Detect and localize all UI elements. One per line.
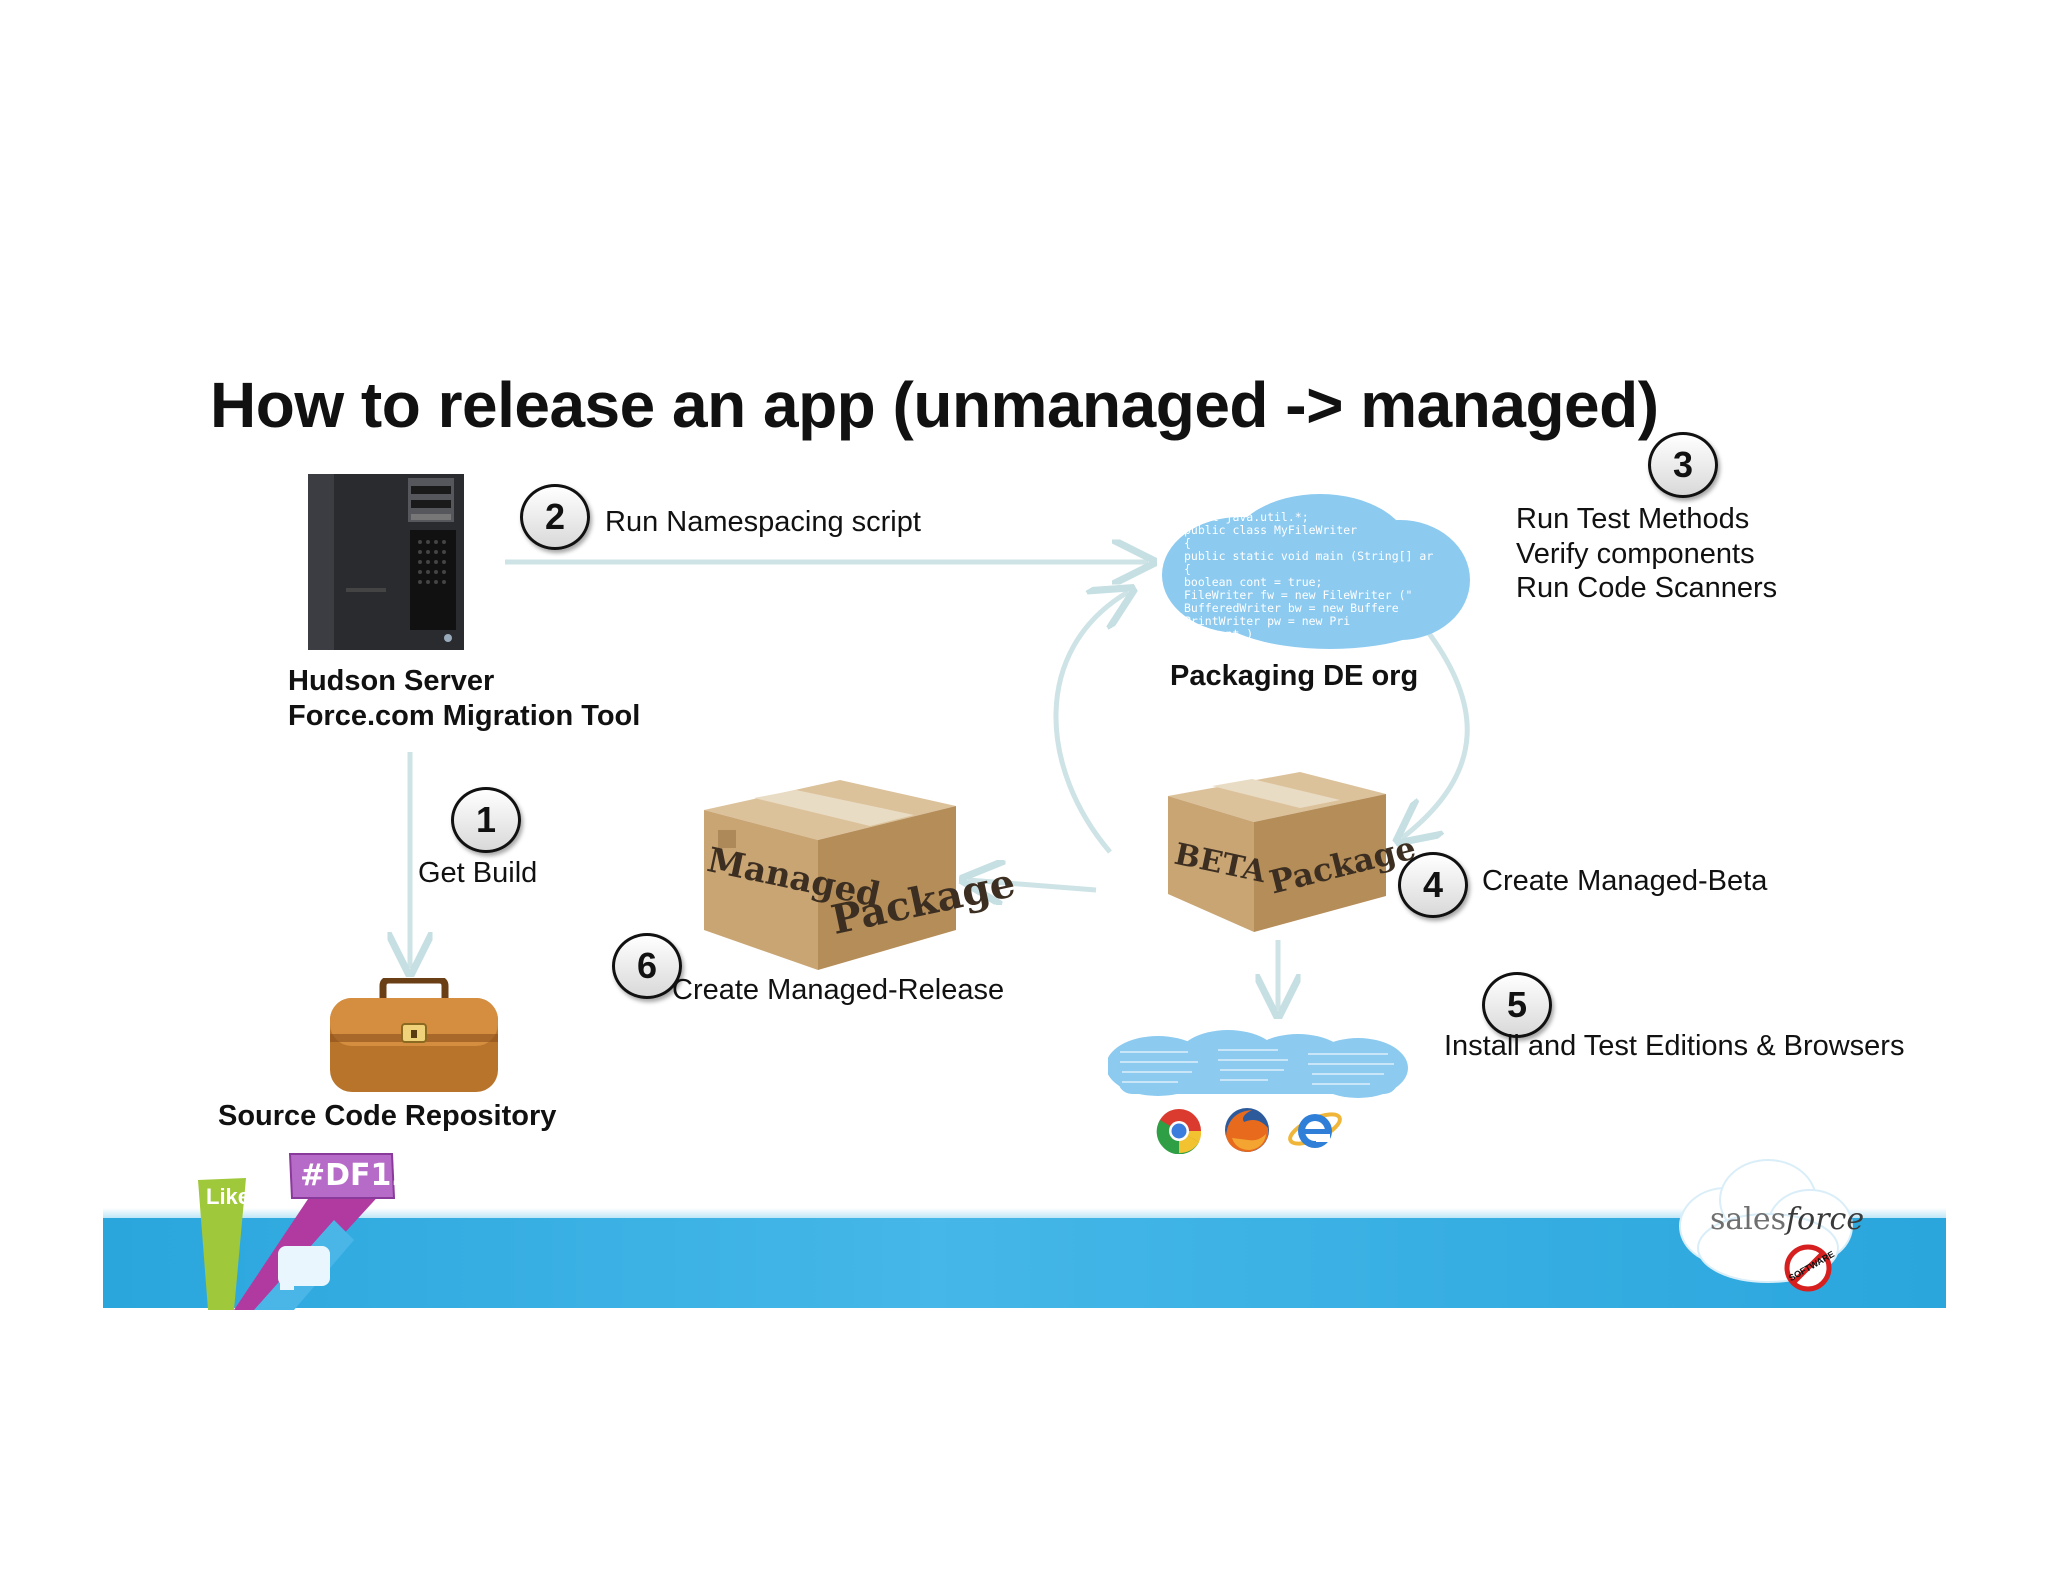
step-3-badge: 3 [1648, 432, 1718, 498]
internet-explorer-icon [1286, 1104, 1344, 1154]
like-label: Like [206, 1184, 251, 1209]
managed-package-box-icon: Managed Package [700, 770, 1019, 975]
migration-tool-label: Force.com Migration Tool [288, 700, 641, 732]
repository-label: Source Code Repository [218, 1100, 557, 1132]
chrome-icon [1150, 1108, 1208, 1155]
step-4-badge: 4 [1398, 852, 1468, 918]
step-6-label: Create Managed-Release [672, 974, 1005, 1006]
code-line: mport java.util.*; [1184, 510, 1309, 524]
step-4-label: Create Managed-Beta [1482, 865, 1768, 897]
step-2-label: Run Namespacing script [605, 506, 921, 538]
step-5-badge: 5 [1482, 972, 1552, 1038]
beta-package-box-icon: BETA Package [1160, 766, 1419, 934]
briefcase-icon [328, 976, 500, 1094]
editions-clouds-icon [1106, 1030, 1408, 1102]
step-3-line-3: Run Code Scanners [1516, 572, 1778, 604]
code-line: FileWriter fw = new FileWriter (" [1184, 588, 1413, 602]
no-software-icon: SOFTWARE [1784, 1244, 1836, 1292]
code-line: BufferedWriter bw = new Buffere [1184, 601, 1399, 615]
brand-force: force [1786, 1202, 1865, 1237]
step-1-badge: 1 [451, 787, 521, 853]
packaging-org-label: Packaging DE org [1170, 660, 1419, 692]
hudson-server-label: Hudson Server [288, 665, 495, 697]
code-line: s ( cont ) [1184, 627, 1254, 641]
code-line: { [1184, 562, 1191, 576]
server-tower-icon [288, 468, 470, 652]
df12-hashtag: #DF12 [300, 1158, 413, 1193]
code-line: public class MyFileWriter [1184, 523, 1358, 537]
step-3-line-1: Run Test Methods [1516, 503, 1750, 535]
step-2-badge: 2 [520, 484, 590, 550]
firefox-icon [1218, 1106, 1276, 1154]
code-line: { [1184, 536, 1191, 550]
salesforce-logo: salesforce SOFTWARE [1676, 1156, 1864, 1296]
page-title: How to release an app (unmanaged -> mana… [210, 369, 1659, 441]
code-line: ort java. [1184, 497, 1247, 511]
step-6-badge: 6 [612, 933, 682, 999]
step-5-label: Install and Test Editions & Browsers [1444, 1030, 1905, 1062]
df12-logo: #DF12 Like [194, 1150, 412, 1310]
code-line: public static void main (String[] ar [1184, 549, 1434, 563]
step-3-line-2: Verify components [1516, 538, 1755, 570]
step-1-label: Get Build [418, 857, 538, 889]
footer-stripe [103, 1208, 1946, 1308]
packaging-cloud-icon: ort java. mport java.util.*; public clas… [1160, 490, 1472, 652]
brand-sales: sales [1710, 1202, 1787, 1237]
code-line: boolean cont = true; [1184, 575, 1323, 589]
arrow-beta-to-managed [968, 880, 1097, 890]
arrow-packaging-to-beta [1402, 626, 1470, 838]
arrow-beta-to-packaging [1053, 592, 1128, 854]
code-line: PrintWriter pw = new Pri [1184, 614, 1351, 628]
